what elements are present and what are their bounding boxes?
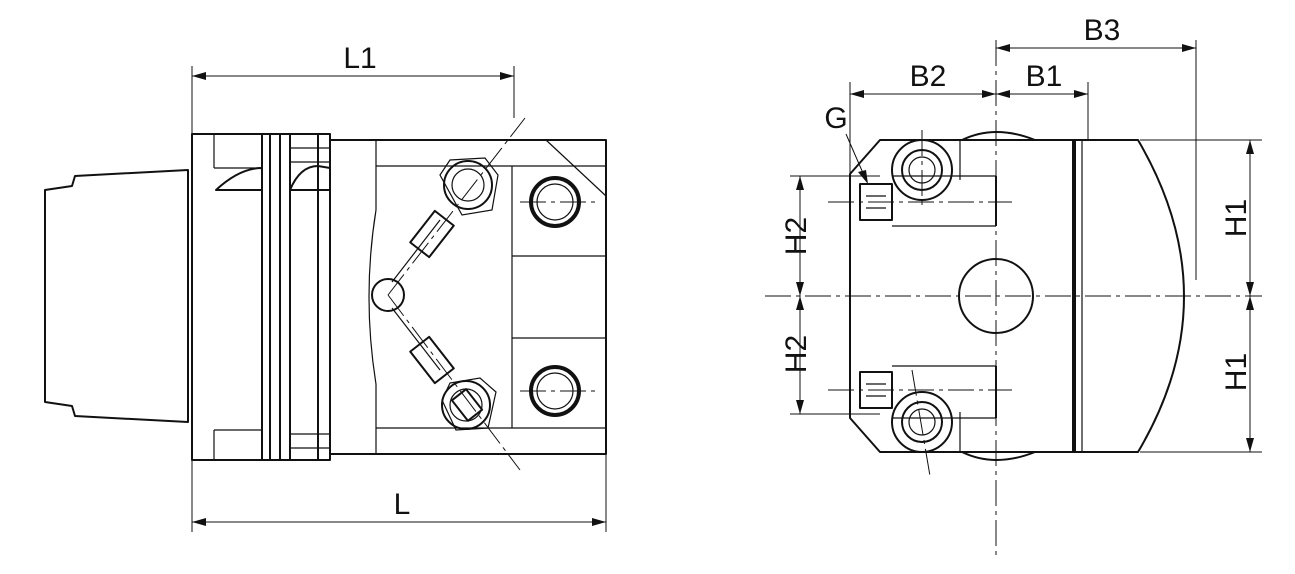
dimension-h1-lower: H1 [1140,296,1262,453]
front-bolt-lower [891,391,953,453]
label-b2: B2 [910,60,947,93]
leader-g: G [824,102,868,184]
dimension-l1: L1 [191,42,515,134]
central-pin [371,278,405,312]
side-view: L1 L [44,42,607,532]
dimension-h2-lower: H2 [780,296,880,415]
flange [191,133,331,461]
dimension-b3: B3 [996,14,1197,280]
label-b1: B1 [1026,60,1063,93]
inclined-screw-upper [387,117,526,296]
front-body [849,131,1185,461]
label-h2-lower: H2 [780,335,813,373]
dimension-h1-upper: H1 [1140,139,1262,296]
dimension-b1: B1 [996,60,1089,140]
front-view: B3 B2 B1 G H2 [765,14,1262,556]
label-g: G [824,102,847,135]
dimension-b2: B2 [849,60,996,174]
label-l: L [394,488,411,521]
label-b3: B3 [1084,14,1121,47]
label-h2-upper: H2 [780,217,813,255]
dimension-l: L [191,454,607,532]
label-h1-upper: H1 [1220,199,1253,237]
inclined-screw-lower [387,294,521,471]
dimension-h2-upper: H2 [780,175,880,296]
set-screw-upper [859,175,997,227]
taper-shank [44,169,189,423]
label-l1: L1 [343,42,376,75]
label-h1-lower: H1 [1220,353,1253,391]
